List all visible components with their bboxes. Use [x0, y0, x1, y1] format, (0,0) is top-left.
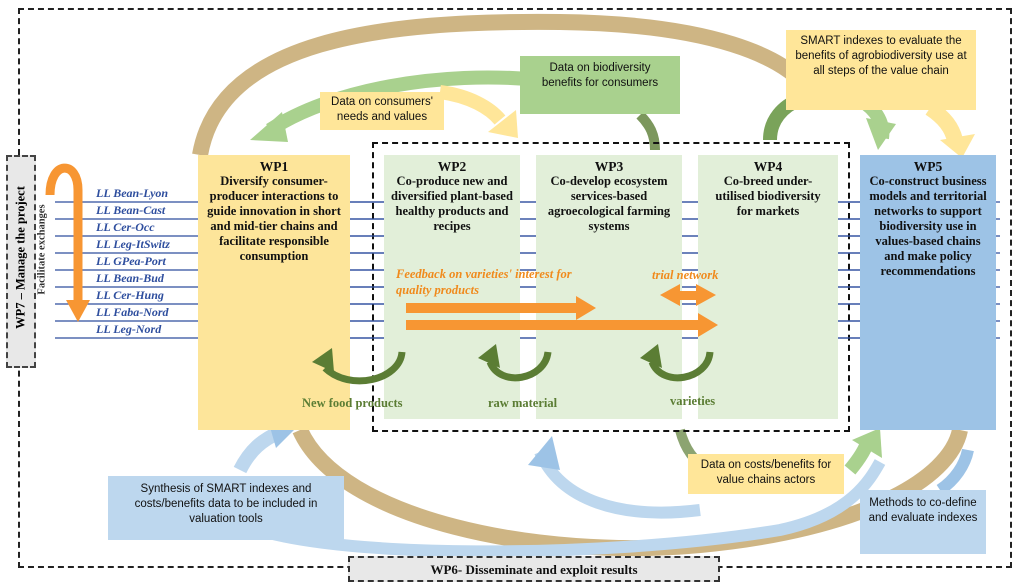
new-food-products-label: New food products — [302, 396, 403, 410]
synthesis-note: Synthesis of SMART indexes and costs/ben… — [108, 476, 344, 540]
trial-network-label: trial network — [652, 268, 719, 282]
varieties-label: varieties — [670, 394, 716, 408]
wp4-text: Co-breed under-utilised biodiversity for… — [715, 174, 821, 218]
ll-label: LL Bean-Lyon — [96, 186, 169, 200]
ll-label: LL Leg-ItSwitz — [96, 237, 170, 251]
wp2-text: Co-produce new and diversified plant-bas… — [391, 174, 513, 233]
consumers-needs-note: Data on consumers' needs and values — [320, 92, 444, 130]
smart-indexes-note: SMART indexes to evaluate the benefits o… — [786, 30, 976, 110]
wp5-title: WP5 — [913, 159, 943, 174]
biodiversity-benefits-note: Data on biodiversity benefits for consum… — [520, 56, 680, 114]
wp7-box — [6, 155, 36, 368]
wp5-box: WP5 Co-construct business models and ter… — [860, 155, 996, 430]
feedback-label: Feedback on varieties' interest for qual… — [396, 267, 572, 297]
wp1-title: WP1 — [259, 159, 289, 174]
ll-label: LL GPea-Port — [96, 254, 166, 268]
wp1-box: WP1 Diversify consumer-producer interact… — [198, 155, 350, 430]
wp5-text: Co-construct business models and territo… — [869, 174, 987, 278]
wp7-sublabel: Facilitate exchanges — [36, 204, 48, 295]
ll-label: LL Bean-Bud — [96, 271, 164, 285]
ll-label: LL Faba-Nord — [96, 305, 169, 319]
top-arc-green — [266, 70, 541, 136]
wp6-box: WP6- Disseminate and exploit results — [348, 556, 720, 582]
top-arc-tan — [192, 13, 806, 157]
wp6-label: WP6- Disseminate and exploit results — [430, 562, 638, 577]
raw-material-label: raw material — [488, 396, 558, 410]
methods-note: Methods to co-define and evaluate indexe… — [860, 490, 986, 554]
wp3-text: Co-develop ecosystem services-based agro… — [547, 174, 671, 233]
top-arc-green-head — [250, 112, 288, 142]
ll-label: LL Cer-Occ — [96, 220, 155, 234]
costs-benefits-note: Data on costs/benefits for value chains … — [688, 454, 844, 494]
wp7-orange-loop — [45, 163, 83, 310]
bottom-arc-blue — [231, 459, 886, 558]
wp3-title: WP3 — [594, 159, 624, 174]
wp2-title: WP2 — [437, 159, 467, 174]
wp4-box: WP4 Co-breed under-utilised biodiversity… — [698, 155, 838, 419]
ll-label: LL Bean-Cast — [96, 203, 166, 217]
wp4-title: WP4 — [753, 159, 783, 174]
ll-label: LL Cer-Hung — [96, 288, 164, 302]
wp7-label: WP7 – Manage the project — [13, 186, 28, 329]
wp1-text: Diversify consumer-producer interactions… — [207, 174, 341, 263]
ll-label: LL Leg-Nord — [96, 322, 162, 336]
